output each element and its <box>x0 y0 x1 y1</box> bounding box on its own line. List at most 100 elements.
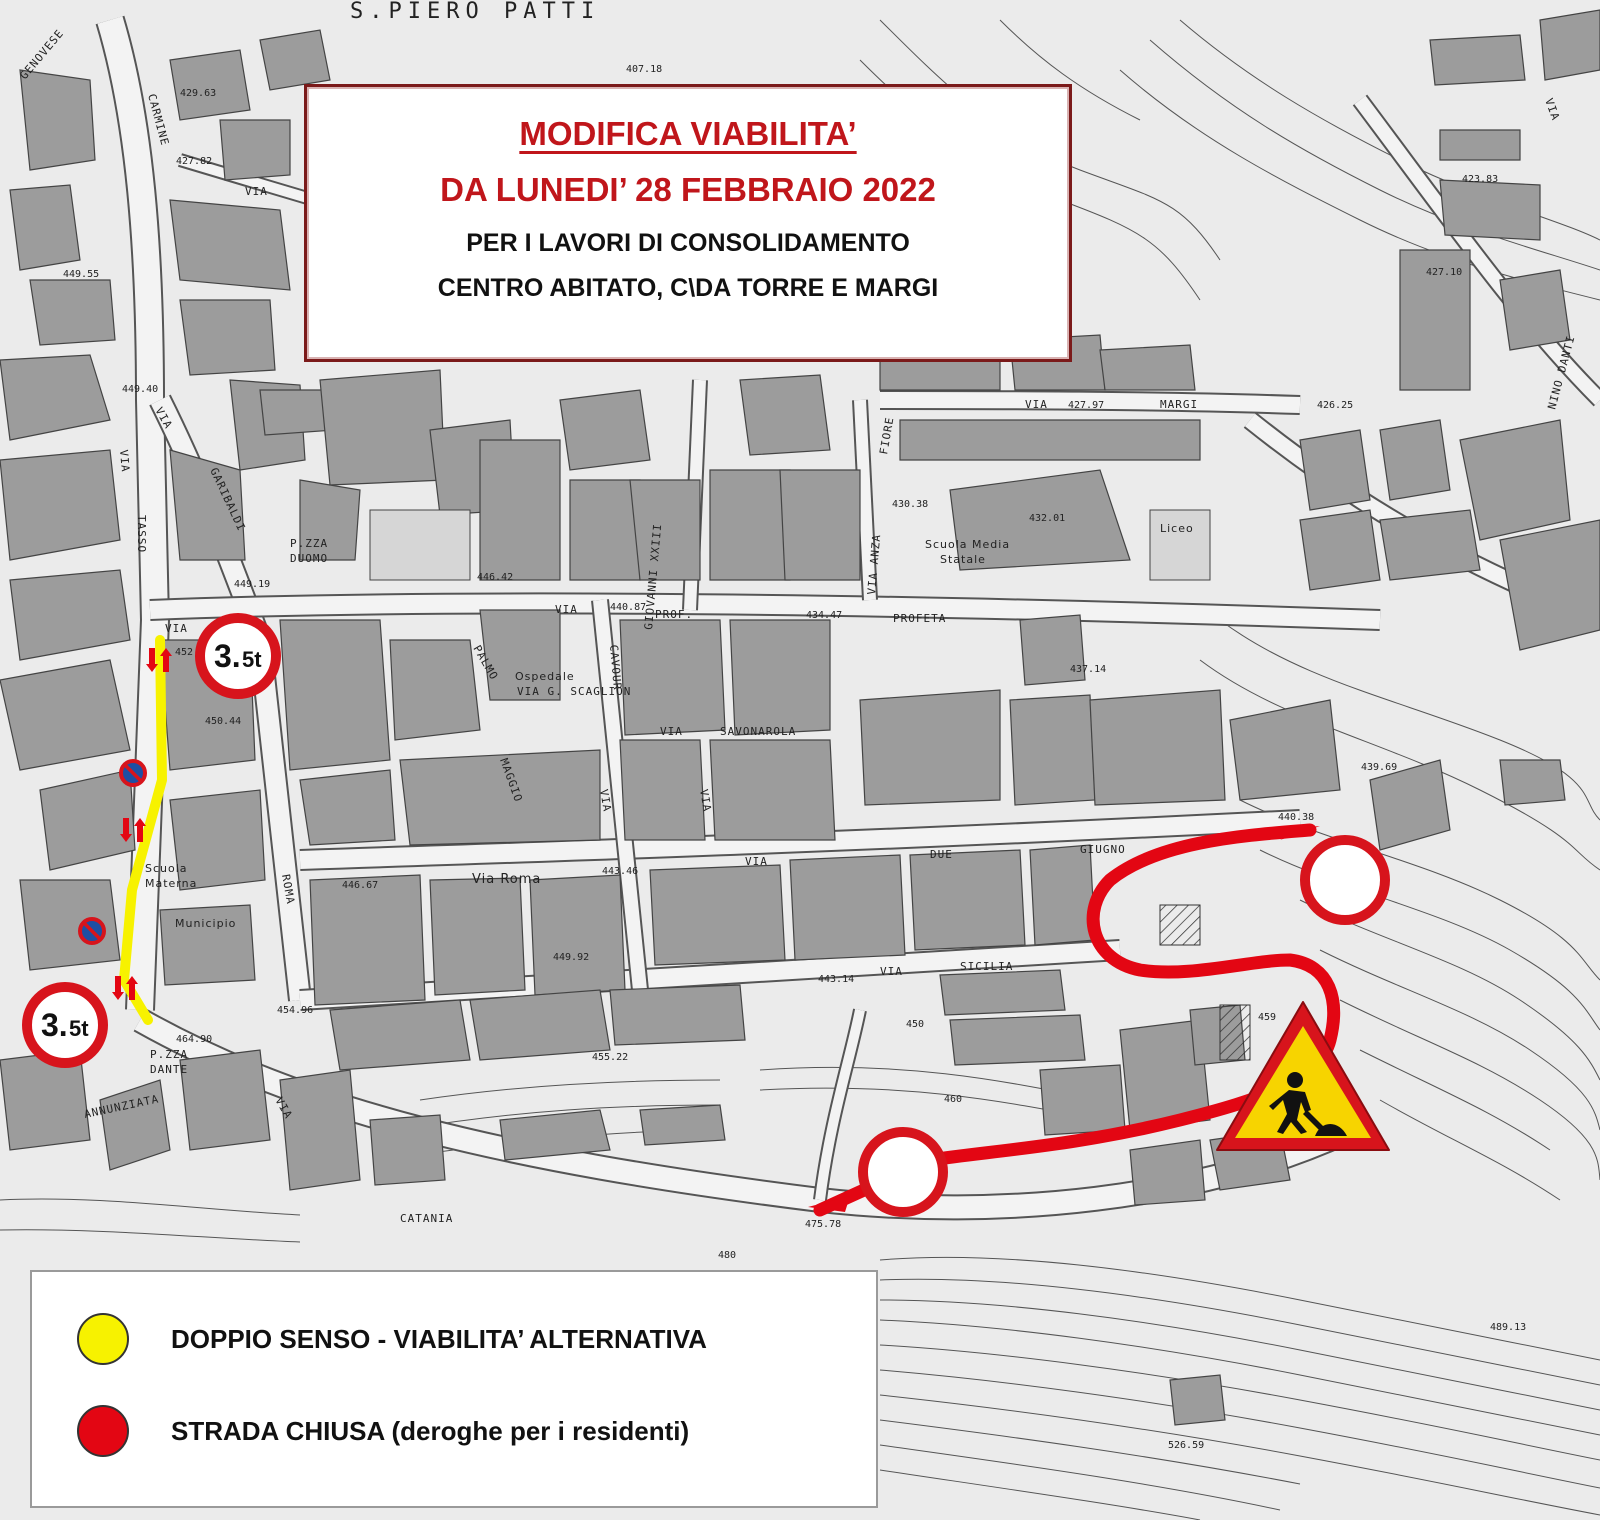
double-direction-arrow-2 <box>120 818 146 842</box>
weight-limit-value: 3. <box>41 1007 68 1043</box>
svg-text:P.ZZA: P.ZZA <box>290 537 328 550</box>
svg-text:464.90: 464.90 <box>176 1034 212 1045</box>
no-parking-sign-1[interactable] <box>119 759 147 787</box>
svg-text:437.14: 437.14 <box>1070 664 1106 675</box>
svg-text:CAVOUR: CAVOUR <box>607 644 624 691</box>
svg-text:434.47: 434.47 <box>806 610 842 621</box>
svg-text:VIA G. SCAGLION: VIA G. SCAGLION <box>517 685 631 698</box>
svg-text:Statale: Statale <box>940 553 986 566</box>
svg-text:443.46: 443.46 <box>602 866 638 877</box>
weight-limit-sign-top[interactable]: 3. 5t <box>195 613 281 699</box>
svg-text:459: 459 <box>1258 1012 1276 1023</box>
svg-text:440.38: 440.38 <box>1278 812 1314 823</box>
weight-limit-sign-bottom[interactable]: 3. 5t <box>22 982 108 1068</box>
svg-text:450.44: 450.44 <box>205 716 241 727</box>
road-works-warning-sign[interactable] <box>1216 1001 1390 1151</box>
legend-item-closed: STRADA CHIUSA (deroghe per i residenti) <box>77 1405 690 1457</box>
svg-text:443.14: 443.14 <box>818 974 854 985</box>
map-header-text: S.PIERO PATTI <box>350 0 600 24</box>
svg-text:GIUGNO: GIUGNO <box>1080 843 1126 856</box>
title-subtitle-2: CENTRO ABITATO, C\DA TORRE E MARGI <box>437 274 939 302</box>
no-transit-sign-2[interactable] <box>858 1127 948 1217</box>
svg-text:475.78: 475.78 <box>805 1219 841 1230</box>
title-heading: MODIFICA VIABILITA’ <box>519 115 857 152</box>
svg-text:SICILIA: SICILIA <box>960 960 1013 973</box>
no-parking-sign-2[interactable] <box>78 917 106 945</box>
road-worker-icon <box>1269 1072 1347 1136</box>
svg-text:426.25: 426.25 <box>1317 400 1353 411</box>
svg-text:P.ZZA: P.ZZA <box>150 1048 188 1061</box>
svg-text:429.63: 429.63 <box>180 88 216 99</box>
svg-text:VIA: VIA <box>117 449 132 473</box>
no-transit-sign-1[interactable] <box>1300 835 1390 925</box>
legend-label-alternative: DOPPIO SENSO - VIABILITA’ ALTERNATIVA <box>171 1323 707 1354</box>
legend-label-closed: STRADA CHIUSA (deroghe per i residenti) <box>171 1415 690 1446</box>
svg-text:449.92: 449.92 <box>553 952 589 963</box>
legend-item-alternative: DOPPIO SENSO - VIABILITA’ ALTERNATIVA <box>77 1313 707 1365</box>
svg-text:449.40: 449.40 <box>122 384 158 395</box>
svg-text:DANTE: DANTE <box>150 1063 188 1076</box>
svg-text:Municipio: Municipio <box>175 917 236 930</box>
closed-route-end-arrow <box>1280 826 1320 840</box>
svg-text:Via Roma: Via Roma <box>472 872 541 887</box>
svg-text:526.59: 526.59 <box>1168 1440 1204 1451</box>
weight-limit-unit: 5t <box>69 1016 89 1041</box>
svg-text:454.96: 454.96 <box>277 1005 313 1016</box>
buildings <box>0 9 1600 1426</box>
svg-text:VIA: VIA <box>245 185 268 198</box>
svg-text:VIA: VIA <box>660 725 683 738</box>
yellow-dot-icon <box>77 1313 129 1365</box>
svg-text:DUE: DUE <box>930 848 953 861</box>
double-direction-arrow-3 <box>112 976 138 1000</box>
legend-panel: DOPPIO SENSO - VIABILITA’ ALTERNATIVA ST… <box>30 1270 878 1508</box>
svg-text:439.69: 439.69 <box>1361 762 1397 773</box>
svg-text:450: 450 <box>906 1019 924 1030</box>
svg-text:TASSO: TASSO <box>135 515 148 553</box>
svg-text:407.18: 407.18 <box>626 64 662 75</box>
svg-text:489.13: 489.13 <box>1490 1322 1526 1333</box>
svg-text:Scuola: Scuola <box>145 862 188 875</box>
svg-text:Scuola Media: Scuola Media <box>925 538 1010 551</box>
svg-text:VIA: VIA <box>165 622 188 635</box>
closed-route-start-arrow <box>808 1196 850 1212</box>
svg-text:VIA: VIA <box>555 603 578 616</box>
svg-text:446.42: 446.42 <box>477 572 513 583</box>
svg-text:VIA: VIA <box>880 965 903 978</box>
svg-text:449.55: 449.55 <box>63 269 99 280</box>
title-date: DA LUNEDI’ 28 FEBBRAIO 2022 <box>440 171 936 208</box>
svg-text:423.83: 423.83 <box>1462 174 1498 185</box>
weight-limit-unit: 5t <box>242 647 262 672</box>
svg-text:SAVONAROLA: SAVONAROLA <box>720 725 796 738</box>
svg-text:DUOMO: DUOMO <box>290 552 328 565</box>
svg-text:VIA: VIA <box>597 788 614 813</box>
elevation-labels: 407.18 429.63 427.82 423.83 449.55 427.1… <box>63 64 1526 1451</box>
svg-text:455.22: 455.22 <box>592 1052 628 1063</box>
svg-text:VIA: VIA <box>745 855 768 868</box>
svg-text:427.97: 427.97 <box>1068 400 1104 411</box>
title-panel: MODIFICA VIABILITA’ DA LUNEDI’ 28 FEBBRA… <box>304 84 1072 362</box>
svg-text:430.38: 430.38 <box>892 499 928 510</box>
red-dot-icon <box>77 1405 129 1457</box>
svg-text:CATANIA: CATANIA <box>400 1212 453 1225</box>
svg-text:VIA: VIA <box>1025 398 1048 411</box>
title-subtitle-1: PER I LAVORI DI CONSOLIDAMENTO <box>466 229 910 257</box>
svg-text:427.10: 427.10 <box>1426 267 1462 278</box>
svg-text:446.67: 446.67 <box>342 880 378 891</box>
svg-text:Ospedale: Ospedale <box>515 670 575 683</box>
svg-text:Materna: Materna <box>145 877 197 890</box>
svg-text:449.19: 449.19 <box>234 579 270 590</box>
svg-text:440.87: 440.87 <box>610 602 646 613</box>
closed-route-red[interactable] <box>813 823 1341 1217</box>
svg-text:VIA: VIA <box>697 788 714 813</box>
svg-text:427.82: 427.82 <box>176 156 212 167</box>
svg-text:PROF.: PROF. <box>655 608 693 621</box>
svg-text:480: 480 <box>718 1250 736 1261</box>
svg-text:460: 460 <box>944 1094 962 1105</box>
double-direction-arrow-1 <box>146 648 172 672</box>
svg-text:Liceo: Liceo <box>1160 522 1194 535</box>
svg-text:452: 452 <box>175 647 193 658</box>
svg-text:ROMA: ROMA <box>279 873 297 905</box>
svg-text:432.01: 432.01 <box>1029 513 1065 524</box>
weight-limit-value: 3. <box>214 638 241 674</box>
svg-text:MARGI: MARGI <box>1160 398 1198 411</box>
